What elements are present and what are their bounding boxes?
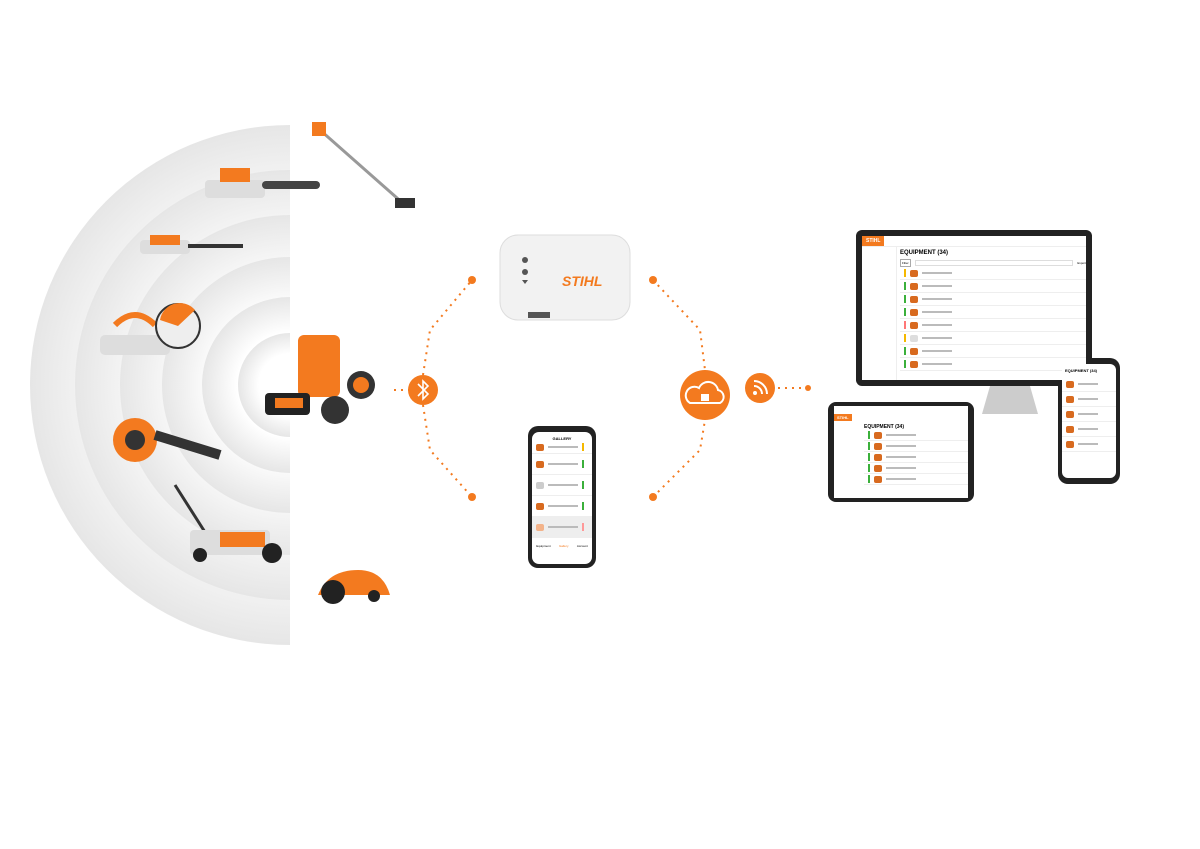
battery-pack-icon [265, 335, 375, 424]
trimmer-icon [312, 122, 415, 208]
tab-gallery[interactable]: Gallery [558, 544, 569, 548]
filter-button[interactable]: Filter [900, 259, 911, 267]
cloud-lock-icon [680, 370, 730, 420]
blower-icon [113, 418, 222, 462]
chainsaw-icon [205, 168, 320, 198]
lawn-mower-icon [173, 484, 282, 563]
desktop-title: EQUIPMENT (34) [900, 250, 949, 256]
tab-equipment[interactable]: Equipment [536, 544, 551, 548]
tablet-title: EQUIPMENT (34) [864, 424, 905, 430]
mobile-title: EQUIPMENT (34) [1065, 368, 1098, 373]
connection-lines [390, 279, 808, 498]
wifi-icon [745, 373, 775, 403]
mobile-screen: EQUIPMENT (34) [1062, 364, 1116, 478]
download-icon [522, 280, 528, 284]
tablet-screen: STIHL EQUIPMENT (34) [834, 406, 968, 498]
power-icon [522, 257, 528, 263]
monitor-stand [982, 386, 1038, 414]
desktop-screen: STIHL EQUIPMENT (34) Filter Export [862, 236, 1086, 380]
tab-account[interactable]: Account [576, 544, 588, 548]
connector-box [499, 234, 631, 321]
phone-screen: GALLERY Equipment Gallery Account [532, 432, 592, 564]
connection-dots [468, 276, 811, 501]
export-button[interactable]: Export [1077, 261, 1086, 265]
globe-icon [522, 269, 528, 275]
tablet-logo: STIHL [834, 414, 852, 421]
router-logo: STIHL [562, 273, 603, 289]
robot-mower-icon [318, 570, 390, 604]
cut-off-saw-icon [100, 302, 201, 355]
signal-rings [30, 100, 590, 700]
hedge-trimmer-icon [140, 235, 243, 254]
desktop-logo: STIHL [862, 236, 885, 246]
phone-title: GALLERY [552, 436, 572, 441]
bluetooth-icon [408, 375, 438, 405]
